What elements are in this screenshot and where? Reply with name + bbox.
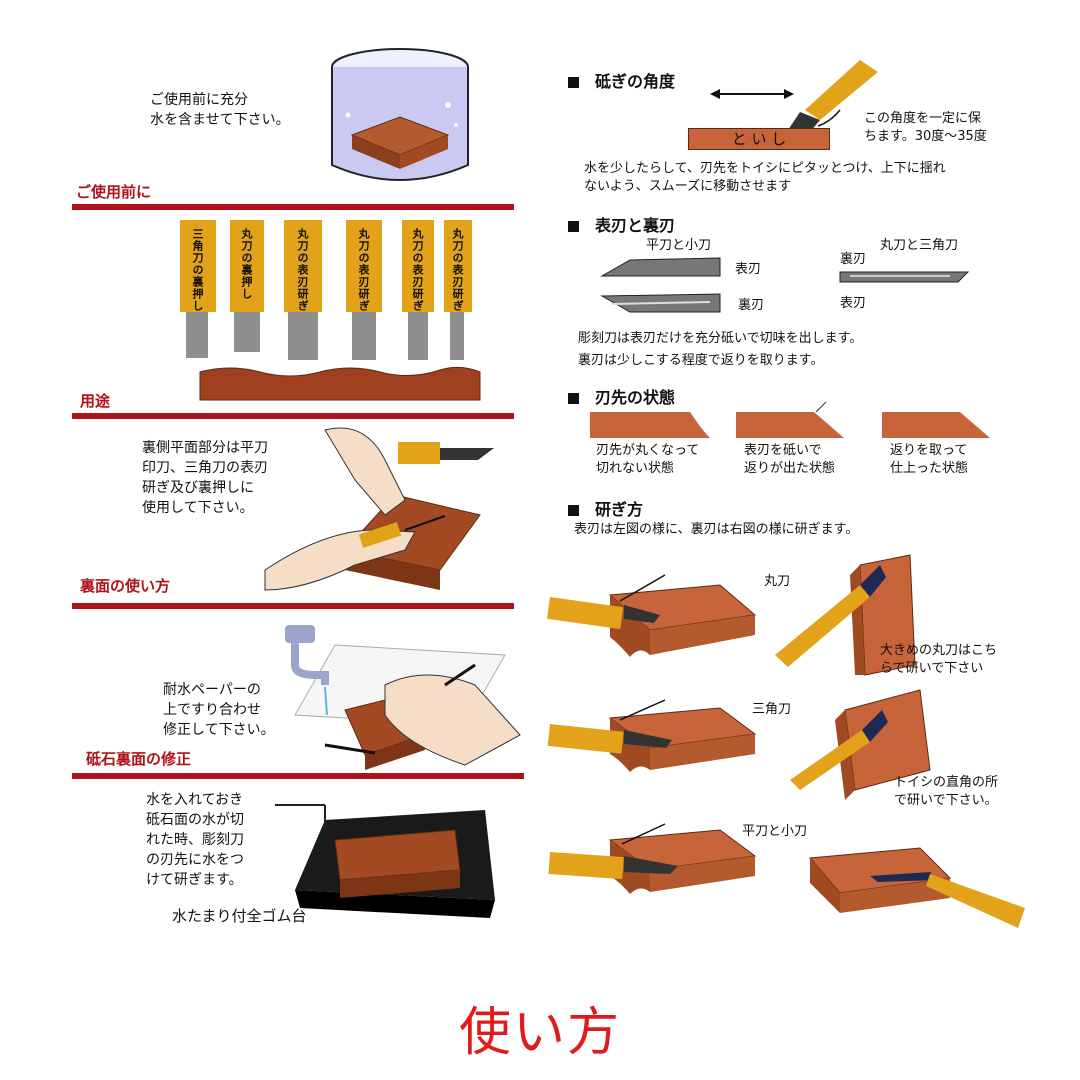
bullet-square (568, 505, 579, 516)
section-usage: 用途 (80, 392, 111, 410)
chisel-label-6: 丸刀の表刃研ぎ (451, 228, 464, 312)
label-round-triangle: 丸刀と三角刀 (880, 238, 959, 253)
chisel-label-3: 丸刀の表刃研ぎ (296, 228, 309, 312)
back-usage-note: 裏側平面部分は平刀 印刀、三角刀の表刃 研ぎ及び裏押しに 使用して下さい。 (142, 440, 268, 516)
grooved-stone-side (199, 366, 481, 401)
rubber-base-caption: 水たまり付全ゴム台 (172, 907, 307, 925)
sankaku-back-illustration (790, 689, 931, 800)
angle-note: この角度を一定に保 ちます。30度～35度 (864, 111, 987, 144)
maru-note: 大きめの丸刀はこち らで研いで下さい (880, 643, 998, 676)
label-ura-right: 裏刃 (840, 252, 867, 267)
state-finished: 返りを取って 仕上った状態 (890, 443, 969, 476)
water-glass-illustration (331, 48, 469, 181)
label-omote-right: 表刃 (840, 296, 867, 311)
sankaku-front-illustration (547, 699, 757, 772)
blade-profiles (600, 257, 970, 313)
section-divider (72, 204, 514, 210)
maru-front-illustration (546, 574, 757, 657)
maru-back-illustration (775, 554, 916, 676)
whetstone-label: と い し (688, 128, 830, 150)
angle-illustration (710, 60, 878, 132)
chisel-label-4: 丸刀の表刃研ぎ (357, 228, 370, 312)
heading-method: 研ぎ方 (568, 496, 643, 520)
label-hira-ko: 平刀と小刀 (742, 824, 808, 839)
hira-front-illustration (548, 823, 757, 894)
heading-angle-text: 砥ぎの角度 (595, 72, 676, 91)
section-before-use: ご使用前に (76, 183, 152, 201)
bullet-square (568, 77, 579, 88)
angle-description: 水を少したらして、刃先をトイシにピタッとつけ、上下に揺れ ないよう、スムーズに移… (584, 161, 946, 194)
right-angle-note: トイシの直角の所 で研いで下さい。 (894, 775, 999, 808)
faces-description: 彫刻刀は表刃だけを充分砥いで切味を出します。 裏刃は少しこする程度で返りを取りま… (578, 331, 863, 368)
heading-method-text: 研ぎ方 (595, 500, 644, 519)
hira-back-illustration (808, 847, 1025, 928)
chisel-handle-1: 三角刀の裏押し (180, 220, 216, 312)
state-dull: 刃先が丸くなって 切れない状態 (596, 443, 700, 476)
before-use-note: ご使用前に充分 水を含ませて下さい。 (150, 92, 290, 128)
bullet-square (568, 221, 579, 232)
section-divider (72, 773, 524, 779)
chisel-label-5: 丸刀の表刃研ぎ (411, 228, 424, 312)
heading-faces: 表刃と裏刃 (568, 212, 675, 236)
chisel-handle-4: 丸刀の表刃研ぎ (346, 220, 382, 312)
chisel-label-1: 三角刀の裏押し (191, 228, 204, 312)
chisel-label-2: 丸刀の裏押し (240, 228, 253, 300)
chisel-handle-2: 丸刀の裏押し (230, 220, 264, 312)
flat-chisel-icon (398, 442, 494, 464)
state-burr: 表刃を砥いで 返りが出た状態 (744, 443, 836, 476)
bullet-square (568, 393, 579, 404)
heading-angle: 砥ぎの角度 (568, 68, 675, 92)
page-title: 使い方 (458, 1003, 621, 1063)
section-divider (72, 413, 514, 419)
label-omote-left: 表刃 (735, 262, 762, 277)
chisel-shafts (186, 312, 464, 360)
section-divider (72, 603, 514, 609)
label-ura-left: 裏刃 (738, 298, 765, 313)
section-back-use: 裏面の使い方 (80, 577, 171, 595)
label-sankaku: 三角刀 (752, 702, 792, 717)
hands-on-stone-illustration (264, 427, 481, 591)
heading-state-text: 刃先の状態 (595, 388, 676, 407)
method-description: 表刃は左図の様に、裏刃は右図の様に研ぎます。 (574, 522, 859, 537)
section-stone-correction: 砥石裏面の修正 (86, 750, 192, 768)
heading-faces-text: 表刃と裏刃 (595, 216, 676, 235)
chisel-row: 三角刀の裏押し 丸刀の裏押し 丸刀の表刃研ぎ 丸刀の表刃研ぎ 丸刀の表刃研ぎ 丸… (180, 220, 480, 365)
edge-state-illustrations (590, 401, 990, 438)
chisel-handle-6: 丸刀の表刃研ぎ (444, 220, 472, 312)
water-note: 水を入れておき 砥石面の水が切 れた時、彫刻刀 の刃先に水をつ けて研ぎます。 (146, 792, 244, 888)
chisel-handle-3: 丸刀の表刃研ぎ (284, 220, 322, 312)
label-flat-small: 平刀と小刀 (646, 238, 712, 253)
stone-correction-illustration (285, 625, 521, 770)
chisel-handle-5: 丸刀の表刃研ぎ (402, 220, 434, 312)
label-maru: 丸刀 (764, 574, 791, 589)
rubber-base-illustration (275, 804, 495, 918)
heading-state: 刃先の状態 (568, 384, 675, 408)
paper-correction-note: 耐水ペーパーの 上ですり合わせ 修正して下さい。 (163, 682, 275, 738)
